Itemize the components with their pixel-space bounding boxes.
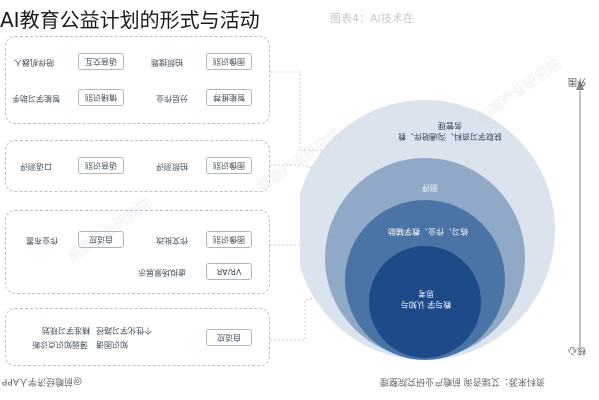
cell-box: 图像识别 (206, 53, 252, 70)
core-to-outer-axis (576, 80, 584, 348)
circle-core (369, 246, 481, 358)
circle-second-label: 测评 (422, 183, 438, 192)
faint-figure-header: 图表4：AI技术在 (330, 12, 414, 25)
axis-top-label: 外围 (568, 76, 587, 86)
cell-label: 精准学习规划 (42, 326, 90, 335)
page-title: AI教育公益计划的形式与活动 (0, 8, 260, 32)
cell-label: 作文批改 (156, 236, 188, 245)
cell-box: 语音交互 (78, 53, 124, 70)
axis-bottom-label: 核心 (568, 345, 587, 355)
cell-box: VR/AR (206, 263, 252, 280)
cell-label: 作业布置 (26, 236, 58, 245)
cell-box: 自适应 (206, 329, 252, 346)
app-credit: @前瞻经济学人APP (2, 376, 83, 386)
cell-label: 拍照测评 (156, 162, 188, 171)
cell-label: 知识图谱 (96, 340, 128, 349)
cell-box: 图像识别 (206, 157, 252, 174)
circle-outer-label: 获取学习资料、沟通陪伴、教务管理 (398, 121, 502, 141)
cell-box: 语音识别 (78, 157, 124, 174)
circle-third-label: 练习、作业、教学辅助 (388, 227, 468, 236)
panel-core-learning: 精准学习规划 个性化学习路径 薄弱知识点诊断 知识图谱 自适应 (5, 308, 270, 366)
concentric-circles (300, 100, 555, 360)
cell-box: 自适应 (78, 231, 124, 248)
panel-learning-assist: 陪伴机器人 语音交互 拍照搜题 图像识别 智能学习助手 情绪识别 分层作业 智能… (5, 36, 270, 124)
panel-assessment: 口语测评 语音识别 拍照测评 图像识别 (5, 140, 270, 192)
cell-label: 拍照搜题 (151, 58, 183, 67)
cell-label: 个性化学习路径 (96, 326, 152, 335)
circle-core-label: 教与学 认知与思考 (400, 289, 452, 309)
cell-label: 口语测评 (20, 162, 52, 171)
source-note: 资料来源：艾瑞咨询 前瞻产业研究院整理 (380, 376, 545, 386)
cell-box: 情绪识别 (78, 89, 124, 106)
cell-label: 智能学习助手 (12, 94, 60, 103)
cell-label: 陪伴机器人 (14, 58, 54, 67)
cell-label: 分层作业 (156, 94, 188, 103)
panel-teaching-aid: 作业布置 自适应 作文批改 图像识别 虚拟场景展示 VR/AR (5, 210, 270, 294)
cell-box: 图像识别 (206, 231, 252, 248)
cell-label: 薄弱知识点诊断 (32, 340, 88, 349)
cell-label: 虚拟场景展示 (138, 268, 186, 277)
cell-box: 智能推荐 (206, 89, 252, 106)
